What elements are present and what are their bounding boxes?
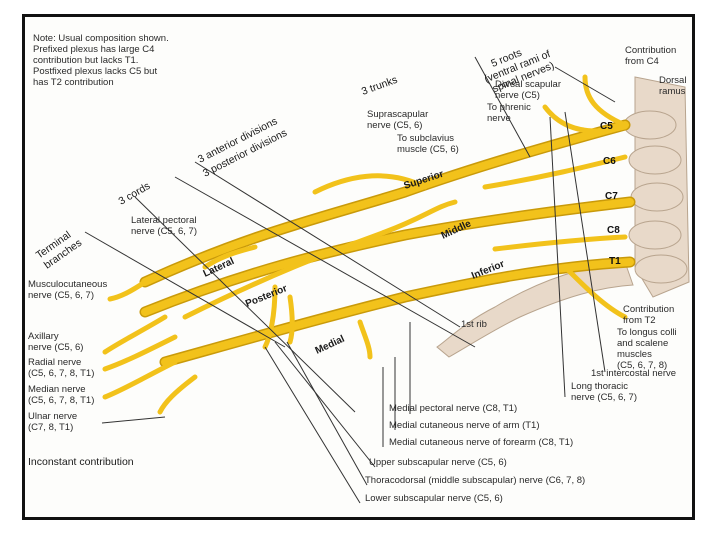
- nerve-axillary: [102, 314, 168, 355]
- label-long-thoracic-1: Long thoracic: [571, 381, 628, 392]
- label-longus-3: muscles: [617, 349, 652, 360]
- label-radial-1: Radial nerve: [28, 357, 81, 368]
- label-musculocutaneous-1: Musculocutaneous: [28, 279, 107, 290]
- label-lower-subscapular: Lower subscapular nerve (C5, 6): [365, 493, 503, 504]
- cords-header: 3 cords: [117, 180, 153, 208]
- nerve-suprascapular: [312, 173, 428, 195]
- label-axillary-2: nerve (C5, 6): [28, 342, 83, 353]
- nerve-lateral-pectoral: [202, 244, 258, 270]
- label-dorsal-scapular-2: nerve (C5): [495, 90, 540, 101]
- diagram-frame: Note: Usual composition shown. Prefixed …: [22, 14, 695, 520]
- note-line-5: has T2 contribution: [33, 77, 114, 88]
- label-median-1: Median nerve: [28, 384, 86, 395]
- label-lateral-pectoral-2: nerve (C5, 6, 7): [131, 226, 197, 237]
- segment-labels: C5 C6 C7 C8 T1: [600, 121, 621, 267]
- leader-lines: [84, 56, 616, 504]
- nerve-subscapular-1: [262, 284, 278, 350]
- label-ulnar-1: Ulnar nerve: [28, 411, 77, 422]
- label-dorsal-scapular-1: Dorsal scapular: [495, 79, 561, 90]
- nerve-subscapular-2: [287, 294, 295, 345]
- label-musculocutaneous-2: nerve (C5, 6, 7): [28, 290, 94, 301]
- label-dorsal-ramus-2: ramus: [659, 86, 686, 97]
- left-labels: Musculocutaneous nerve (C5, 6, 7) Axilla…: [28, 279, 134, 468]
- segment-c7: C7: [605, 191, 618, 202]
- label-axillary-1: Axillary: [28, 331, 59, 342]
- brachial-plexus-diagram: Note: Usual composition shown. Prefixed …: [28, 33, 690, 504]
- label-dorsal-ramus-1: Dorsal: [659, 75, 686, 86]
- vertebra-c5: [623, 110, 677, 140]
- note-line-1: Note: Usual composition shown.: [33, 33, 169, 44]
- label-thoracodorsal: Thoracodorsal (middle subscapular) nerve…: [365, 475, 585, 486]
- label-upper-subscapular: Upper subscapular nerve (C5, 6): [369, 457, 507, 468]
- vertebra-t1: [634, 254, 688, 284]
- label-subclavius-1: To subclavius: [397, 133, 454, 144]
- top-labels: Contribution from C4 Dorsal ramus Dorsal…: [131, 45, 686, 237]
- nerve-cross-anterior: [182, 199, 458, 320]
- note-block: Note: Usual composition shown. Prefixed …: [33, 33, 169, 88]
- label-long-thoracic-2: nerve (C5, 6, 7): [571, 392, 637, 403]
- cord-medial-label: Medial: [314, 334, 347, 357]
- nerve-medial-branch: [357, 319, 373, 360]
- nerve-t2-contribution: [562, 264, 628, 320]
- nerve-dorsal-scapular: [542, 104, 628, 134]
- segment-t1: T1: [609, 256, 621, 267]
- label-suprascapular-1: Suprascapular: [367, 109, 428, 120]
- segment-c8: C8: [607, 225, 620, 236]
- bottom-labels: Medial pectoral nerve (C8, T1) Medial cu…: [365, 403, 585, 504]
- rib-label: 1st rib: [461, 319, 487, 330]
- vertebra-c8: [628, 220, 682, 250]
- vertebra-c6: [628, 145, 682, 175]
- nerve-ulnar: [157, 374, 198, 415]
- label-contrib-c4-1: Contribution: [625, 45, 676, 56]
- label-medial-pectoral: Medial pectoral nerve (C8, T1): [389, 403, 517, 414]
- label-medial-cutaneous-arm: Medial cutaneous nerve of arm (T1): [389, 420, 539, 431]
- nerve-inferior-path: [161, 258, 634, 366]
- label-suprascapular-2: nerve (C5, 6): [367, 120, 422, 131]
- label-subclavius-2: muscle (C5, 6): [397, 144, 459, 155]
- nerve-radial: [102, 334, 178, 372]
- vertebra-c7: [630, 182, 684, 212]
- trunks-header: 3 trunks: [360, 74, 399, 98]
- nerve-median: [102, 359, 178, 400]
- nerve-root-c6: [482, 154, 628, 190]
- label-phrenic-1: To phrenic: [487, 102, 531, 113]
- label-medial-cutaneous-forearm: Medial cutaneous nerve of forearm (C8, T…: [389, 437, 573, 448]
- label-phrenic-2: nerve: [487, 113, 511, 124]
- label-longus-4: (C5, 6, 7, 8): [617, 360, 667, 371]
- nerve-middle-path: [141, 198, 634, 316]
- nerve-musculocutaneous: [107, 279, 148, 302]
- label-longus-1: To longus colli: [617, 327, 677, 338]
- right-labels: Contribution from T2 To longus colli and…: [571, 304, 677, 403]
- label-lateral-pectoral-1: Lateral pectoral: [131, 215, 196, 226]
- label-radial-2: (C5, 6, 7, 8, T1): [28, 368, 94, 379]
- label-ulnar-2: (C7, 8, T1): [28, 422, 73, 433]
- note-line-3: contribution but lacks T1.: [33, 55, 138, 66]
- nerve-c4-contribution: [582, 74, 628, 128]
- note-line-4: Postfixed plexus lacks C5 but: [33, 66, 157, 77]
- label-intercostal: 1st intercostal nerve: [591, 368, 676, 379]
- nerve-root-c8: [492, 234, 628, 252]
- label-longus-2: and scalene: [617, 338, 668, 349]
- label-contrib-t2-2: from T2: [623, 315, 656, 326]
- segment-c5: C5: [600, 121, 613, 132]
- label-median-2: (C5, 6, 7, 8, T1): [28, 395, 94, 406]
- note-line-2: Prefixed plexus has large C4: [33, 44, 154, 55]
- label-inconstant: Inconstant contribution: [28, 456, 134, 468]
- label-contrib-t2-1: Contribution: [623, 304, 674, 315]
- nerve-superior-path: [141, 121, 629, 286]
- nerve-paths: [102, 74, 636, 415]
- label-contrib-c4-2: from C4: [625, 56, 659, 67]
- segment-c6: C6: [603, 156, 616, 167]
